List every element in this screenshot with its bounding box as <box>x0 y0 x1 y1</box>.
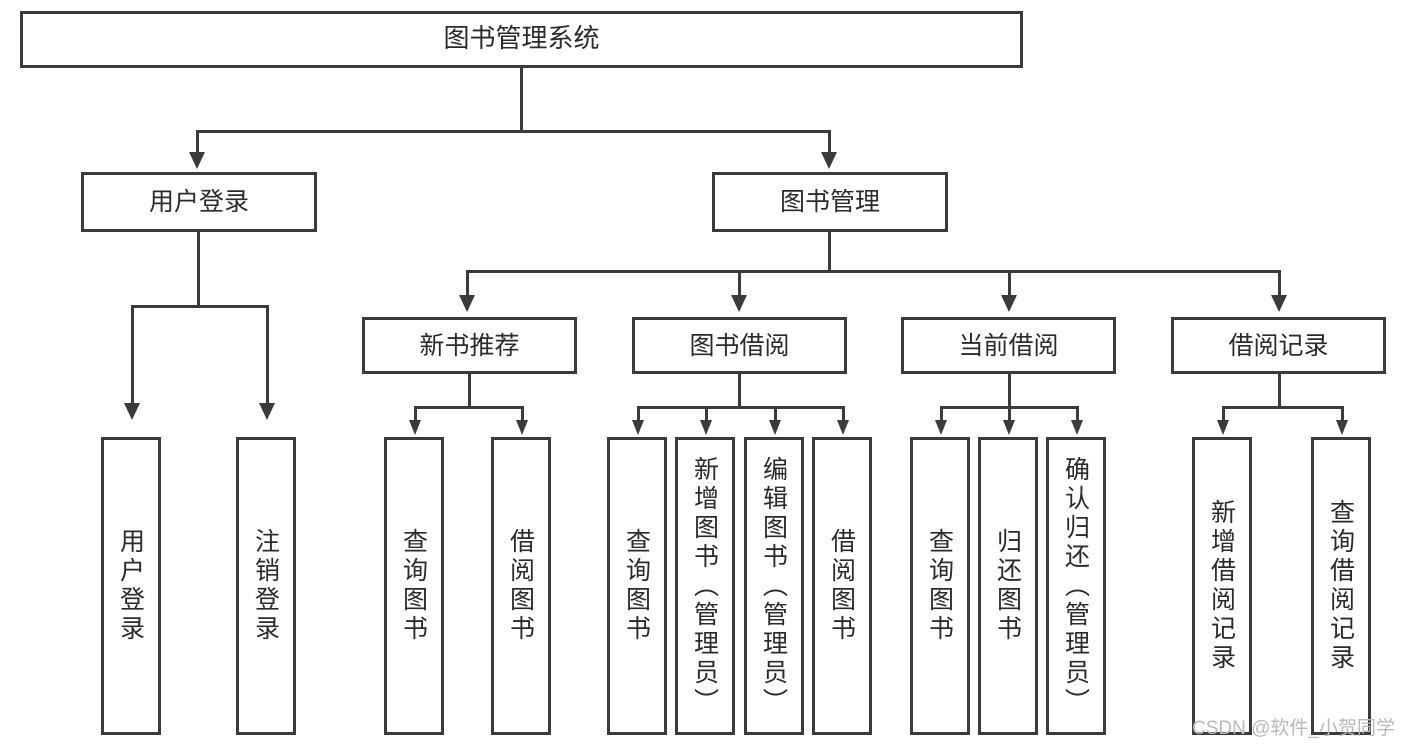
arrowhead-book-borrow <box>731 295 747 312</box>
node-label: 查询图书 <box>925 528 955 644</box>
connector-to-book-borrow <box>738 270 741 297</box>
connector-book-borrow-bus <box>637 406 843 409</box>
leaf-current-borrow-confirm-return-admin[interactable]: 确认归还（管理员） <box>1046 437 1106 735</box>
connector-current-borrow-leaf1 <box>940 406 943 422</box>
leaf-new-book-borrow-book[interactable]: 借阅图书 <box>491 437 551 735</box>
node-label: 借阅图书 <box>506 528 536 644</box>
node-root-book-management-system[interactable]: 图书管理系统 <box>20 11 1023 68</box>
connector-to-book-management <box>828 130 831 155</box>
arrowhead-borrow-record <box>1271 295 1287 312</box>
connector-to-current-borrow <box>1008 270 1011 297</box>
arrowhead-new-book-leaf1 <box>409 420 421 435</box>
arrowhead-new-book-leaf2 <box>516 420 528 435</box>
arrowhead-book-borrow-leaf4 <box>837 420 849 435</box>
leaf-borrow-record-add-record[interactable]: 新增借阅记录 <box>1192 437 1252 735</box>
leaf-current-borrow-return-book[interactable]: 归还图书 <box>978 437 1038 735</box>
arrowhead-book-borrow-leaf3 <box>769 420 781 435</box>
arrowhead-current-borrow-leaf3 <box>1071 420 1083 435</box>
csdn-watermark: CSDN @软件_小贺同学 <box>1192 718 1395 739</box>
node-label: 编辑图书（管理员） <box>759 455 789 717</box>
arrowhead-book-management <box>821 152 837 169</box>
connector-user-login-stem <box>197 232 200 305</box>
arrowhead-current-borrow-leaf2 <box>1003 420 1015 435</box>
node-label: 查询图书 <box>622 528 652 644</box>
arrowhead-book-borrow-leaf2 <box>700 420 712 435</box>
leaf-book-borrow-borrow-book[interactable]: 借阅图书 <box>812 437 872 735</box>
connector-root-stem <box>520 68 523 130</box>
connector-book-borrow-stem <box>738 374 741 406</box>
connector-book-borrow-leaf4 <box>842 406 845 422</box>
arrowhead-borrow-record-leaf1 <box>1217 420 1229 435</box>
node-label: 归还图书 <box>993 528 1023 644</box>
connector-borrow-record-leaf2 <box>1341 406 1344 422</box>
connector-to-borrow-record <box>1278 270 1281 297</box>
arrowhead-borrow-record-leaf2 <box>1336 420 1348 435</box>
leaf-borrow-record-query-record[interactable]: 查询借阅记录 <box>1311 437 1371 735</box>
connector-book-management-stem <box>828 232 831 270</box>
node-label: 新增借阅记录 <box>1207 499 1237 673</box>
connector-borrow-record-stem <box>1278 374 1281 406</box>
leaf-new-book-query-book[interactable]: 查询图书 <box>384 437 444 735</box>
connector-new-book-leaf2 <box>521 406 524 422</box>
leaf-book-borrow-add-book-admin[interactable]: 新增图书（管理员） <box>675 437 735 735</box>
connector-current-borrow-leaf3 <box>1076 406 1079 422</box>
node-label: 新增图书（管理员） <box>690 455 720 717</box>
connector-to-new-book <box>466 270 469 297</box>
node-label: 当前借阅 <box>958 330 1059 360</box>
node-current-borrow[interactable]: 当前借阅 <box>901 317 1116 374</box>
connector-user-login-leaf1 <box>131 305 134 405</box>
node-label: 确认归还（管理员） <box>1061 455 1091 717</box>
node-label: 新书推荐 <box>419 330 520 360</box>
node-user-login[interactable]: 用户登录 <box>81 172 317 232</box>
connector-current-borrow-leaf2 <box>1008 406 1011 422</box>
connector-borrow-record-bus <box>1222 406 1341 409</box>
arrowhead-book-borrow-leaf1 <box>632 420 644 435</box>
leaf-book-borrow-query-book[interactable]: 查询图书 <box>607 437 667 735</box>
node-label: 注销登录 <box>251 528 281 644</box>
connector-new-book-stem <box>468 374 471 406</box>
node-label: 图书借阅 <box>689 330 790 360</box>
arrowhead-new-book <box>459 295 475 312</box>
node-book-borrow[interactable]: 图书借阅 <box>632 317 847 374</box>
leaf-user-login-login[interactable]: 用户登录 <box>101 437 161 735</box>
node-label: 借阅记录 <box>1228 330 1329 360</box>
arrowhead-user-login-leaf2 <box>259 403 275 420</box>
node-label: 用户登录 <box>116 528 146 644</box>
connector-level3-bus <box>466 270 1278 273</box>
connector-new-book-leaf1 <box>414 406 417 422</box>
node-new-book-recommend[interactable]: 新书推荐 <box>362 317 577 374</box>
connector-new-book-bus <box>414 406 524 409</box>
node-label: 查询借阅记录 <box>1326 499 1356 673</box>
leaf-current-borrow-query-book[interactable]: 查询图书 <box>910 437 970 735</box>
arrowhead-user-login-leaf1 <box>124 403 140 420</box>
connector-root-bus <box>196 130 828 133</box>
connector-user-login-leaf2 <box>266 305 269 405</box>
node-borrow-record[interactable]: 借阅记录 <box>1171 317 1386 374</box>
node-label: 用户登录 <box>148 187 249 216</box>
node-label: 图书管理 <box>779 187 880 216</box>
connector-current-borrow-stem <box>1008 374 1011 406</box>
arrowhead-user-login <box>189 152 205 169</box>
connector-to-user-login <box>196 130 199 155</box>
arrowhead-current-borrow <box>1001 295 1017 312</box>
arrowhead-current-borrow-leaf1 <box>935 420 947 435</box>
connector-book-borrow-leaf3 <box>774 406 777 422</box>
node-label: 借阅图书 <box>827 528 857 644</box>
leaf-user-login-logout[interactable]: 注销登录 <box>236 437 296 735</box>
node-label: 查询图书 <box>399 528 429 644</box>
connector-book-borrow-leaf1 <box>637 406 640 422</box>
connector-user-login-bus <box>131 305 266 308</box>
connector-book-borrow-leaf2 <box>705 406 708 422</box>
node-book-management[interactable]: 图书管理 <box>712 172 948 232</box>
node-label: 图书管理系统 <box>443 23 600 54</box>
connector-borrow-record-leaf1 <box>1222 406 1225 422</box>
leaf-book-borrow-edit-book-admin[interactable]: 编辑图书（管理员） <box>744 437 804 735</box>
